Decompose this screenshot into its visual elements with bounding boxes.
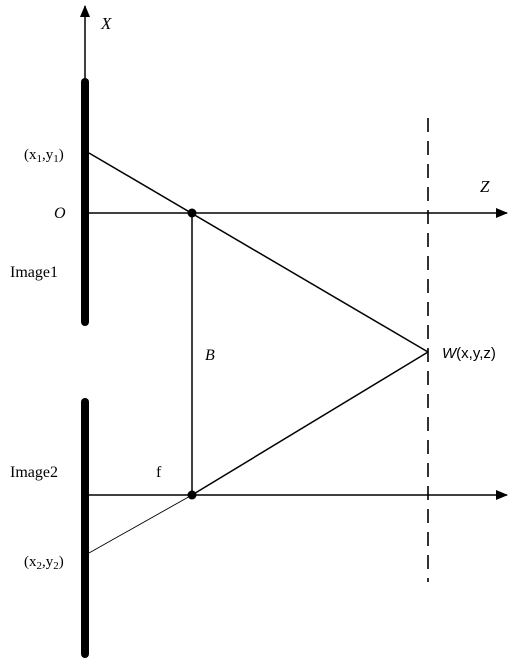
ray-image2-to-lens2: [88, 494, 193, 554]
point2-label: (x2,y2): [24, 554, 64, 572]
z-axis-label: Z: [480, 177, 490, 196]
lens-center-2: [187, 490, 197, 500]
point1-label: (x1,y1): [24, 147, 64, 165]
ray-image1-to-world: [88, 152, 429, 353]
x-axis-label: X: [100, 14, 112, 33]
world-point-label: W(x,y,z): [442, 345, 496, 362]
image1-label: Image1: [10, 264, 58, 281]
image2-label: Image2: [10, 464, 58, 481]
ray-lens2-to-world: [191, 351, 429, 496]
lens-center-1: [187, 208, 197, 218]
baseline-label: B: [205, 347, 215, 364]
origin-label: O: [54, 205, 66, 222]
focal-label: f: [156, 464, 162, 481]
